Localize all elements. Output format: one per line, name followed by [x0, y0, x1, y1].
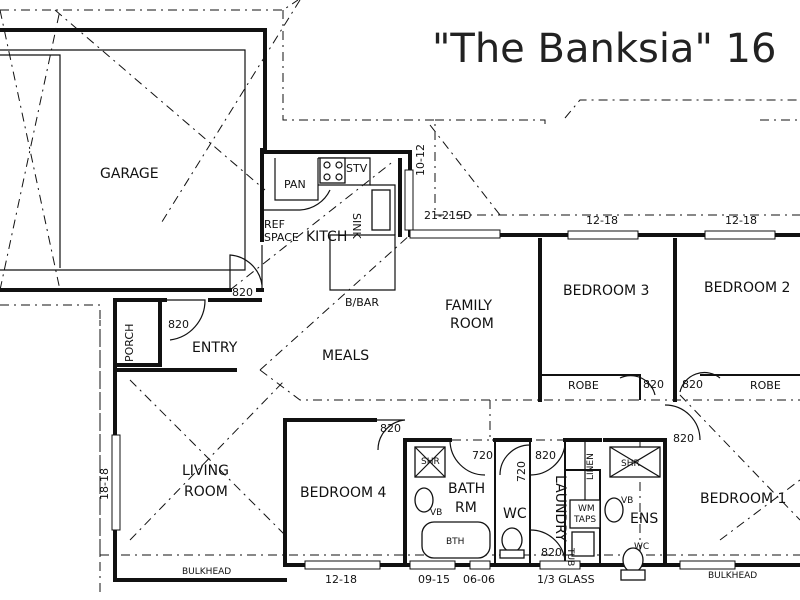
stove-label: STV: [346, 162, 368, 175]
bed3-window-size: 12-18: [586, 214, 618, 227]
fridge-label-line1: REF: [264, 218, 285, 231]
robe2-label: ROBE: [750, 379, 781, 392]
breakfast-bar-label: B/BAR: [345, 296, 379, 309]
bed2-door-size: 820: [682, 378, 703, 391]
wc2-label: WC: [634, 542, 649, 552]
family-label-line2: ROOM: [450, 316, 494, 332]
ensuite-label: ENS: [630, 511, 658, 527]
pantry-label: PAN: [284, 178, 306, 191]
plan-title: "The Banksia" 16: [432, 26, 776, 72]
room-labels: GARAGE PAN STV REF SPACE KITCH SINK B/BA…: [100, 162, 790, 581]
bulkhead-left-label: BULKHEAD: [182, 567, 231, 577]
linen-label: LINEN: [586, 453, 596, 480]
wm-label-line2: TAPS: [573, 515, 596, 525]
bulkhead-right-label: BULKHEAD: [708, 571, 757, 581]
vanity2-label: VB: [621, 496, 633, 506]
doors: [165, 189, 721, 561]
bed2-window-size: 12-18: [725, 214, 757, 227]
sliding-door-size: 21-21SD: [424, 209, 471, 222]
sink-label: SINK: [350, 213, 363, 239]
porch-label: PORCH: [123, 324, 136, 362]
dimension-labels: 820 820 820 820 820 820 720 720 820 820 …: [98, 144, 757, 586]
wm-label-line1: WM: [578, 504, 595, 514]
windows: [111, 169, 776, 570]
shower2-label: SHR: [621, 459, 640, 469]
fixtures: [319, 157, 661, 581]
laundry-door-top-size: 820: [535, 449, 556, 462]
vanity-label: VB: [430, 508, 442, 518]
bed3-door-size: 820: [643, 378, 664, 391]
bedroom2-label: BEDROOM 2: [704, 280, 790, 296]
bath-door-size: 720: [472, 449, 493, 462]
garage-walls: [0, 28, 267, 292]
shower-label: SHR: [421, 457, 440, 467]
bedroom1-label: BEDROOM 1: [700, 491, 786, 507]
living-label-line2: ROOM: [184, 484, 228, 500]
garage-label: GARAGE: [100, 166, 159, 182]
tub-label: TUB: [565, 547, 575, 566]
bed4-door-size: 820: [380, 422, 401, 435]
bathtub-label: BTH: [446, 537, 464, 547]
living-window-size: 18-18: [98, 468, 111, 500]
bedroom3-label: BEDROOM 3: [563, 283, 649, 299]
robe3-label: ROBE: [568, 379, 599, 392]
bed1-door-size: 820: [673, 432, 694, 445]
wc-window-size: 06-06: [463, 573, 495, 586]
bath-window-size: 09-15: [418, 573, 450, 586]
bath-label-line1: BATH: [448, 481, 485, 497]
bedroom4-label: BEDROOM 4: [300, 485, 387, 501]
bed4-window-size: 12-18: [325, 573, 357, 586]
bath-label-line2: RM: [455, 500, 477, 516]
wc-label: WC: [503, 506, 527, 522]
garage-door-size: 820: [232, 286, 253, 299]
family-label-line1: FAMILY: [445, 298, 492, 314]
fridge-label-line2: SPACE: [264, 231, 299, 244]
meals-label: MEALS: [322, 348, 369, 364]
laundry-label: LAUNDRY: [552, 475, 568, 542]
porch-door-size: 820: [168, 318, 189, 331]
entry-label: ENTRY: [192, 340, 238, 356]
wc-door-size: 720: [515, 461, 528, 482]
living-label-line1: LIVING: [182, 463, 229, 479]
laundry-door-bottom-size: 820: [541, 546, 562, 559]
kitchen-window-size: 10-12: [414, 144, 427, 176]
kitchen-label: KITCH: [306, 229, 347, 245]
laundry-glass-label: 1/3 GLASS: [537, 573, 595, 586]
